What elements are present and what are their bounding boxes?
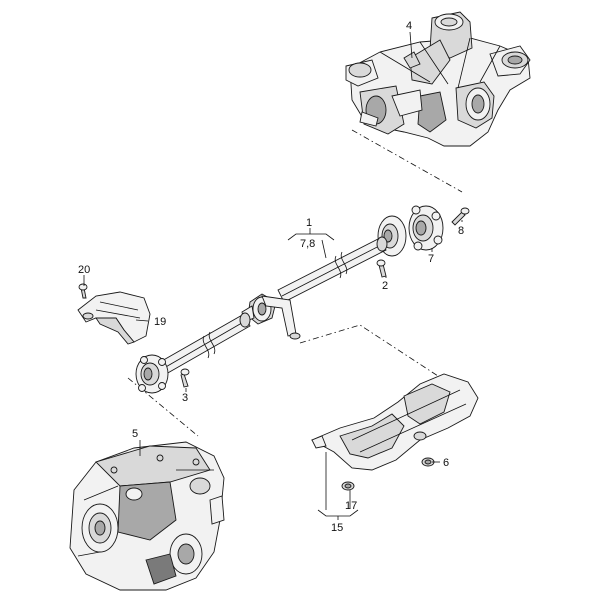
- callout-4: 4: [406, 20, 412, 32]
- gearbox: [69, 441, 225, 591]
- nut-6: [421, 457, 435, 467]
- callout-15: 15: [331, 522, 343, 534]
- callout-20: 20: [78, 264, 90, 276]
- callout-7-8: 7,8: [300, 238, 315, 250]
- callout-6: 6: [443, 457, 449, 469]
- bolt-2: [376, 259, 387, 278]
- bolt-3: [180, 368, 190, 388]
- rear-differential: [345, 11, 531, 147]
- callout-1: 1: [306, 217, 312, 229]
- assembly-line-heat-shield: [299, 324, 439, 377]
- callout-8: 8: [458, 225, 464, 237]
- heat-shield-small: [77, 291, 151, 345]
- flex-disc-rear: [408, 205, 444, 251]
- assembly-line-rear-diff: [351, 129, 463, 193]
- callout-3: 3: [182, 392, 188, 404]
- callout-19: 19: [154, 316, 166, 328]
- callout-labels: 4 8 7 1 7,8 2 20 19 3 5 6 17 15: [78, 20, 464, 534]
- flex-disc-front: [135, 354, 169, 394]
- callout-17: 17: [345, 500, 357, 512]
- callout-7: 7: [428, 253, 434, 265]
- heat-shield-large: [310, 373, 479, 471]
- nut-17: [341, 481, 355, 491]
- bolt-20: [78, 283, 88, 299]
- callout-2: 2: [382, 280, 388, 292]
- propshaft: [159, 236, 388, 375]
- callout-5: 5: [132, 428, 138, 440]
- bolt-8: [451, 207, 470, 226]
- leader-lines: [83, 31, 463, 520]
